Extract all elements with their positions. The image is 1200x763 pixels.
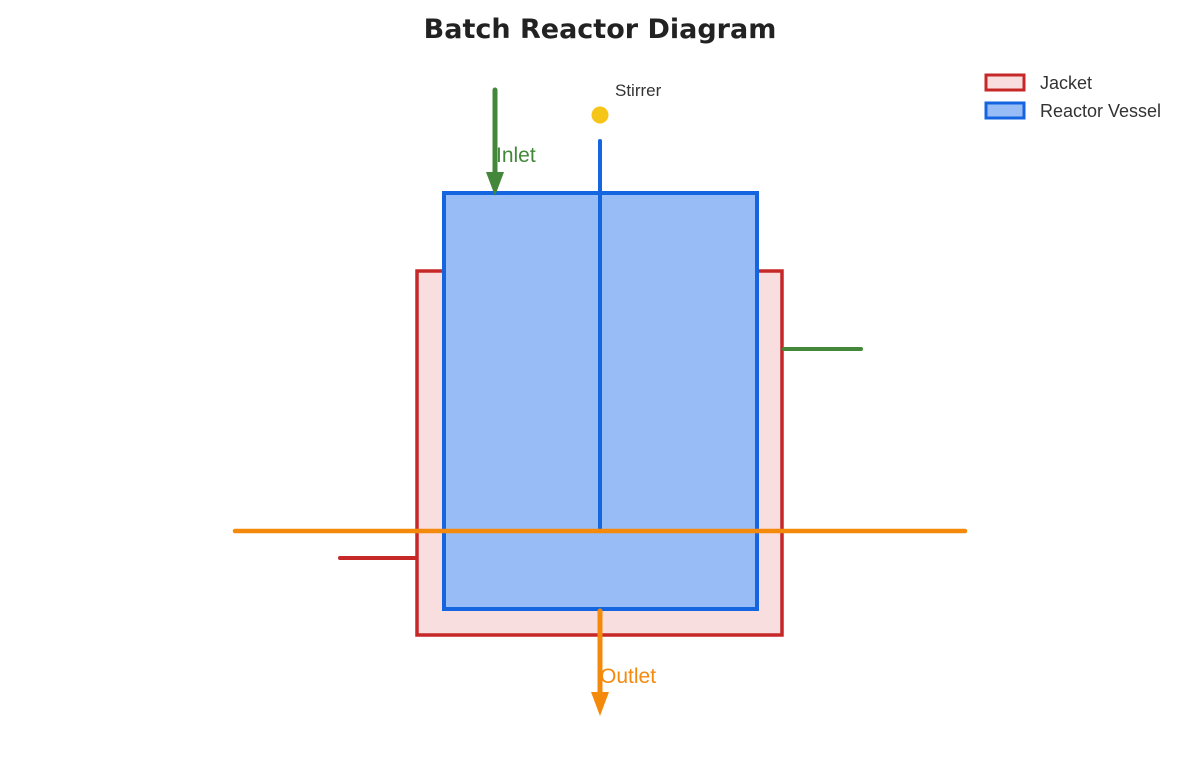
- legend-label-jacket: Jacket: [1040, 73, 1092, 93]
- stirrer-motor-dot: [591, 106, 609, 124]
- outlet-label: Outlet: [600, 665, 656, 688]
- inlet-label: Inlet: [496, 144, 536, 167]
- legend: Jacket Reactor Vessel: [984, 73, 1161, 121]
- outlet-arrowhead: [591, 692, 609, 716]
- legend-swatch-jacket: [984, 73, 1026, 92]
- legend-item-jacket: Jacket: [984, 73, 1092, 93]
- legend-label-reactor-vessel: Reactor Vessel: [1040, 101, 1161, 121]
- legend-swatch-reactor-vessel: [984, 101, 1026, 120]
- legend-item-reactor-vessel: Reactor Vessel: [984, 101, 1161, 121]
- diagram-title: Batch Reactor Diagram: [424, 14, 777, 45]
- inlet-arrowhead: [486, 172, 504, 196]
- stirrer-label: Stirrer: [615, 81, 662, 100]
